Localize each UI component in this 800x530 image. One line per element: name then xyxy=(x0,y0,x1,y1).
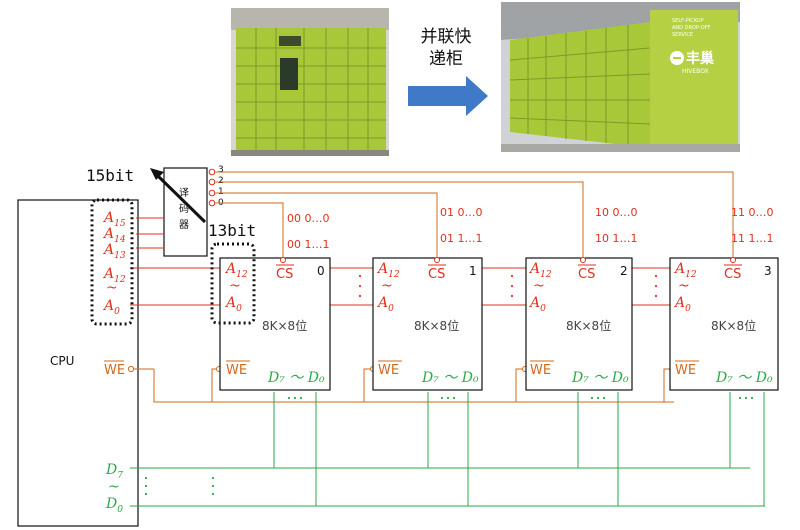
cpu-data-labels: D7 ~ D0 xyxy=(105,462,123,515)
chip-0-tilde: ~ xyxy=(229,278,241,294)
photo-arrow-label-line1: 并联快 xyxy=(421,27,472,47)
data-bus-dots xyxy=(144,396,754,496)
cpu-a13-label: A13 xyxy=(102,242,126,261)
chip-3-index: 3 xyxy=(764,264,772,278)
chip-3-range-hi: 11 1…1 xyxy=(731,232,774,245)
cpu-a15-label: A15 xyxy=(102,210,126,229)
chip-0-index: 0 xyxy=(317,264,325,278)
chip-1-a0: A0 xyxy=(376,295,394,314)
cpu-address-labels: A15 A14 A13 A12 ~ A0 xyxy=(102,210,126,317)
cpu-we: WE xyxy=(104,360,135,378)
chip-0-a12: A12 xyxy=(224,261,248,280)
chip-1-index: 1 xyxy=(469,264,477,278)
chip-3-a12: A12 xyxy=(673,261,697,280)
sign-line-2: AND DROP-OFF xyxy=(672,25,711,31)
chip-3-data-range: D₇ ～ D₀ xyxy=(715,370,773,386)
cpu-block: CPU xyxy=(17,199,139,527)
annotation-arrow xyxy=(150,168,207,224)
sign-line-3: SERVICE xyxy=(672,32,693,38)
address-bus xyxy=(130,267,670,306)
chip-1-tilde: ~ xyxy=(381,278,393,294)
chip-2-cs: CS xyxy=(578,267,595,282)
chip-1-data-range: D₇ ～ D₀ xyxy=(421,370,479,386)
sign-line-1: SELF-PICKUP xyxy=(672,18,704,24)
cpu-label: CPU xyxy=(50,354,74,368)
chip-2-size: 8K×8位 xyxy=(566,318,611,333)
decoder-out-2: 2 xyxy=(218,176,224,186)
chip-3-a0: A0 xyxy=(673,295,691,314)
cpu-a14-label: A14 xyxy=(102,226,126,245)
chip-3-cs: CS xyxy=(724,267,741,282)
photo-arrow-label-line2: 递柜 xyxy=(429,49,463,69)
decoder-block: 译 码 器 xyxy=(163,167,208,257)
locker-photo-right: SELF-PICKUP AND DROP-OFF SERVICE 丰巢 HIVE… xyxy=(501,2,740,152)
bus-dots xyxy=(358,274,658,298)
memory-chip-1: 1 CS 8K×8位 WE D₇ ～ D₀ A12 ~ A0 01 0…0 01… xyxy=(372,206,483,391)
chip-1-size: 8K×8位 xyxy=(414,318,459,333)
chip-1-we: WE xyxy=(378,363,399,378)
chip-2-data-range: D₇ ～ D₀ xyxy=(571,370,629,386)
decoder-char-3: 器 xyxy=(179,219,189,231)
bits-15-label: 15bit xyxy=(86,166,134,185)
chip-0-range-lo: 00 0…0 xyxy=(287,212,330,225)
brand-name: 丰巢 xyxy=(686,50,715,67)
cs-input-bubbles xyxy=(280,257,736,263)
chip-2-a0: A0 xyxy=(528,295,546,314)
brand-sub: HIVEBOX xyxy=(682,68,709,75)
cpu-a0-label: A0 xyxy=(102,298,120,317)
cs-select-lines xyxy=(215,171,734,262)
chip-1-a12: A12 xyxy=(376,261,400,280)
chip-3-we: WE xyxy=(675,363,696,378)
cpu-addr-tilde: ~ xyxy=(106,280,118,296)
chip-3-size: 8K×8位 xyxy=(711,318,756,333)
chip-0-we: WE xyxy=(226,363,247,378)
decoder-outputs: 3 2 1 0 xyxy=(208,165,224,208)
chip-0-size: 8K×8位 xyxy=(262,318,307,333)
cpu-a12-label: A12 xyxy=(102,266,126,285)
decoder-out-3: 3 xyxy=(218,165,224,175)
cpu-d0-label: D0 xyxy=(105,496,123,515)
cpu-d7-label: D7 xyxy=(105,462,123,481)
decoder-char-2: 码 xyxy=(179,203,189,215)
chip-2-range-hi: 10 1…1 xyxy=(595,232,638,245)
locker-photo-left xyxy=(231,8,389,156)
chip-1-cs: CS xyxy=(428,267,445,282)
chip-2-tilde: ~ xyxy=(533,278,545,294)
chip-2-we: WE xyxy=(530,363,551,378)
chip-0-a0: A0 xyxy=(224,295,242,314)
annotation-13bit: 13bit xyxy=(208,221,256,325)
chip-1-range-lo: 01 0…0 xyxy=(440,206,483,219)
bits-13-label: 13bit xyxy=(208,221,256,240)
memory-chip-2: 2 CS 8K×8位 WE D₇ ～ D₀ A12 ~ A0 10 0…0 10… xyxy=(525,206,638,391)
data-bus xyxy=(130,392,765,507)
memory-chip-3: 3 CS 8K×8位 WE D₇ ～ D₀ A12 ~ A0 11 0…0 11… xyxy=(669,206,779,391)
chip-2-range-lo: 10 0…0 xyxy=(595,206,638,219)
chip-0-range-hi: 00 1…1 xyxy=(287,238,330,251)
decoder-char-1: 译 xyxy=(179,187,189,199)
cpu-we-label: WE xyxy=(104,363,125,378)
chip-3-range-lo: 11 0…0 xyxy=(731,206,774,219)
chip-3-tilde: ~ xyxy=(678,278,690,294)
chip-0-cs: CS xyxy=(276,267,293,282)
photo-arrow: 并联快 递柜 xyxy=(408,27,488,116)
chip-2-a12: A12 xyxy=(528,261,552,280)
decoder-out-1: 1 xyxy=(218,187,224,197)
cpu-to-decoder-lines xyxy=(136,217,164,249)
we-bus xyxy=(134,368,674,403)
cpu-data-tilde: ~ xyxy=(108,479,120,495)
chip-1-range-hi: 01 1…1 xyxy=(440,232,483,245)
chip-0-data-range: D₇ ～ D₀ xyxy=(267,370,325,386)
annotation-15bit: 15bit xyxy=(86,166,134,326)
chip-2-index: 2 xyxy=(620,264,628,278)
